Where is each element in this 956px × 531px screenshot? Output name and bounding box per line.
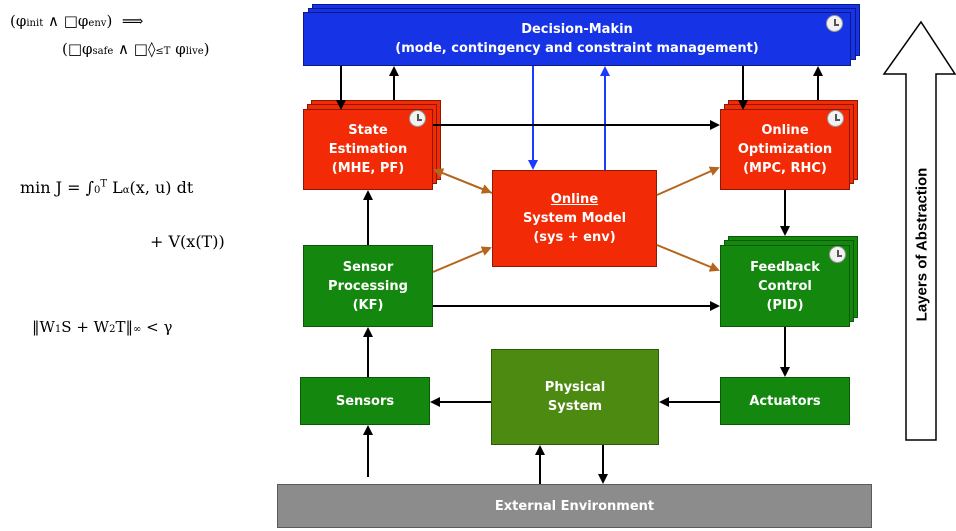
abstraction-arrow xyxy=(882,20,956,441)
cost-function-line1: min J = ∫0T Lα(x, u) dt xyxy=(20,178,194,197)
cost-function-line2: + V(x(T)) xyxy=(150,232,225,251)
ltl-spec-line2: (□φsafe ∧ □◊≤T φlive) xyxy=(62,40,210,58)
clock-icon xyxy=(409,110,426,127)
arrow-model-to-optimization xyxy=(656,166,720,196)
clock-icon xyxy=(827,110,844,127)
decision-subtitle: (mode, contingency and constraint manage… xyxy=(395,41,759,56)
decision-making-block: Decision-Makin (mode, contingency and co… xyxy=(303,12,851,66)
arrow-model-estimation-rev xyxy=(439,171,492,194)
layers-of-abstraction-label: Layers of Abstraction xyxy=(913,167,931,322)
feedback-control-line2: Control xyxy=(758,278,812,294)
physical-system-line2: System xyxy=(547,399,603,414)
feedback-control-line3: (PID) xyxy=(766,297,804,313)
feedback-control-line1: Feedback xyxy=(750,259,820,275)
feedback-control-block: Feedback Control (PID) xyxy=(720,245,850,327)
online-system-model-block: Online System Model (sys + env) xyxy=(492,170,657,267)
physical-system-line1: Physical xyxy=(544,380,606,395)
state-estimation-line1: State xyxy=(348,123,388,138)
arrow-model-to-feedback xyxy=(656,244,720,272)
sensors-block: Sensors xyxy=(300,377,430,425)
actuators-block: Actuators xyxy=(720,377,850,425)
online-system-model-line3: (sys + env) xyxy=(533,230,616,245)
online-system-model-line1: Online xyxy=(550,192,599,207)
arrow-sensorproc-to-model xyxy=(432,246,492,273)
clock-icon xyxy=(826,15,843,32)
clock-icon xyxy=(829,246,846,263)
online-optimization-line3: (MPC, RHC) xyxy=(743,161,827,176)
sensors-label: Sensors xyxy=(335,393,395,409)
decision-title: Decision-Makin xyxy=(521,22,633,37)
external-environment-label: External Environment xyxy=(494,498,655,514)
actuators-label: Actuators xyxy=(749,393,821,409)
online-optimization-line1: Online xyxy=(761,123,809,138)
physical-system-block: Physical System xyxy=(491,349,659,445)
sensor-processing-line1: Sensor xyxy=(342,259,394,275)
state-estimation-line2: Estimation xyxy=(328,142,408,157)
external-environment-block: External Environment xyxy=(277,484,872,528)
online-system-model-line2: System Model xyxy=(522,211,627,226)
sensor-processing-block: Sensor Processing (KF) xyxy=(303,245,433,327)
online-optimization-line2: Optimization xyxy=(737,142,833,157)
sensor-processing-line2: Processing xyxy=(328,278,408,294)
sensor-processing-line3: (KF) xyxy=(352,297,384,313)
hinf-spec: ‖W1S + W2T‖∞ < γ xyxy=(32,318,173,336)
ltl-spec-line1: (φinit ∧ □φenv) ⟹ xyxy=(10,12,144,30)
state-estimation-line3: (MHE, PF) xyxy=(331,161,405,176)
